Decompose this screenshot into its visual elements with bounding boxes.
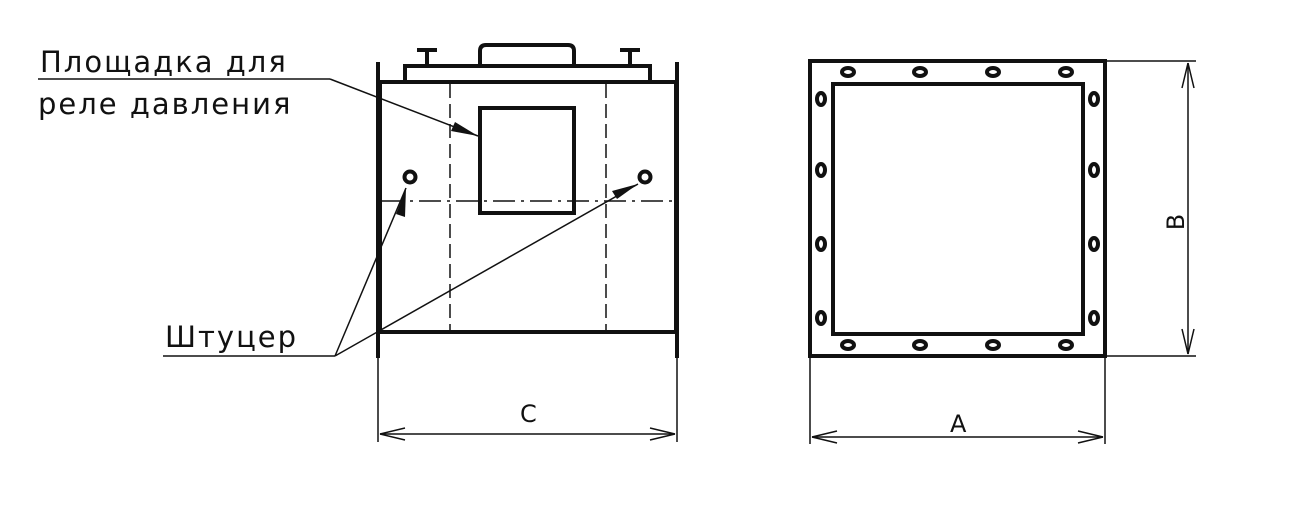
bolt-hole (985, 66, 1001, 78)
bolt-hole (815, 310, 827, 326)
pressure-relay-label-line1: Площадка для (40, 45, 288, 79)
lid-handle (478, 43, 576, 66)
dimension-a-label: A (950, 410, 967, 438)
pressure-relay-label-line2: реле давления (38, 87, 292, 121)
bolt-hole (1088, 162, 1100, 178)
fitting-callout: Штуцер (163, 183, 639, 357)
bolt-hole (815, 91, 827, 107)
leader-line-left (334, 187, 407, 357)
bolt-hole (912, 339, 928, 351)
bolt-hole (1088, 310, 1100, 326)
bolt-hole (815, 236, 827, 252)
dimension-c: C (377, 358, 678, 442)
leader-arrow (612, 184, 638, 199)
bolt-hole (1088, 236, 1100, 252)
dimension-a: A (809, 358, 1106, 444)
fitting-right (637, 169, 653, 185)
fitting-left (402, 169, 418, 185)
front-view (808, 59, 1107, 358)
bolt-hole (1058, 66, 1074, 78)
bolt-hole (840, 339, 856, 351)
leader-line-right (334, 183, 639, 357)
side-body (378, 80, 678, 334)
dimension-b: B (1107, 60, 1196, 357)
lid-bolt-left (417, 48, 437, 66)
dimension-b-label: B (1162, 214, 1190, 230)
bolt-hole (1088, 91, 1100, 107)
dimension-c-label: C (520, 400, 537, 428)
lid-bolt-right (620, 48, 640, 66)
top-lid-plate (403, 64, 652, 84)
bolt-hole (912, 66, 928, 78)
front-outer-flange (808, 59, 1107, 358)
front-inner-opening (831, 82, 1085, 336)
bolt-hole (1058, 339, 1074, 351)
bolt-hole (815, 162, 827, 178)
bolt-hole (985, 339, 1001, 351)
pressure-relay-platform (478, 106, 576, 215)
fitting-label: Штуцер (165, 320, 298, 354)
bolt-hole (840, 66, 856, 78)
side-view (376, 43, 679, 358)
leader-arrow (396, 188, 406, 217)
leader-arrow (451, 122, 478, 136)
pressure-relay-callout: Площадка для реле давления (38, 45, 479, 137)
